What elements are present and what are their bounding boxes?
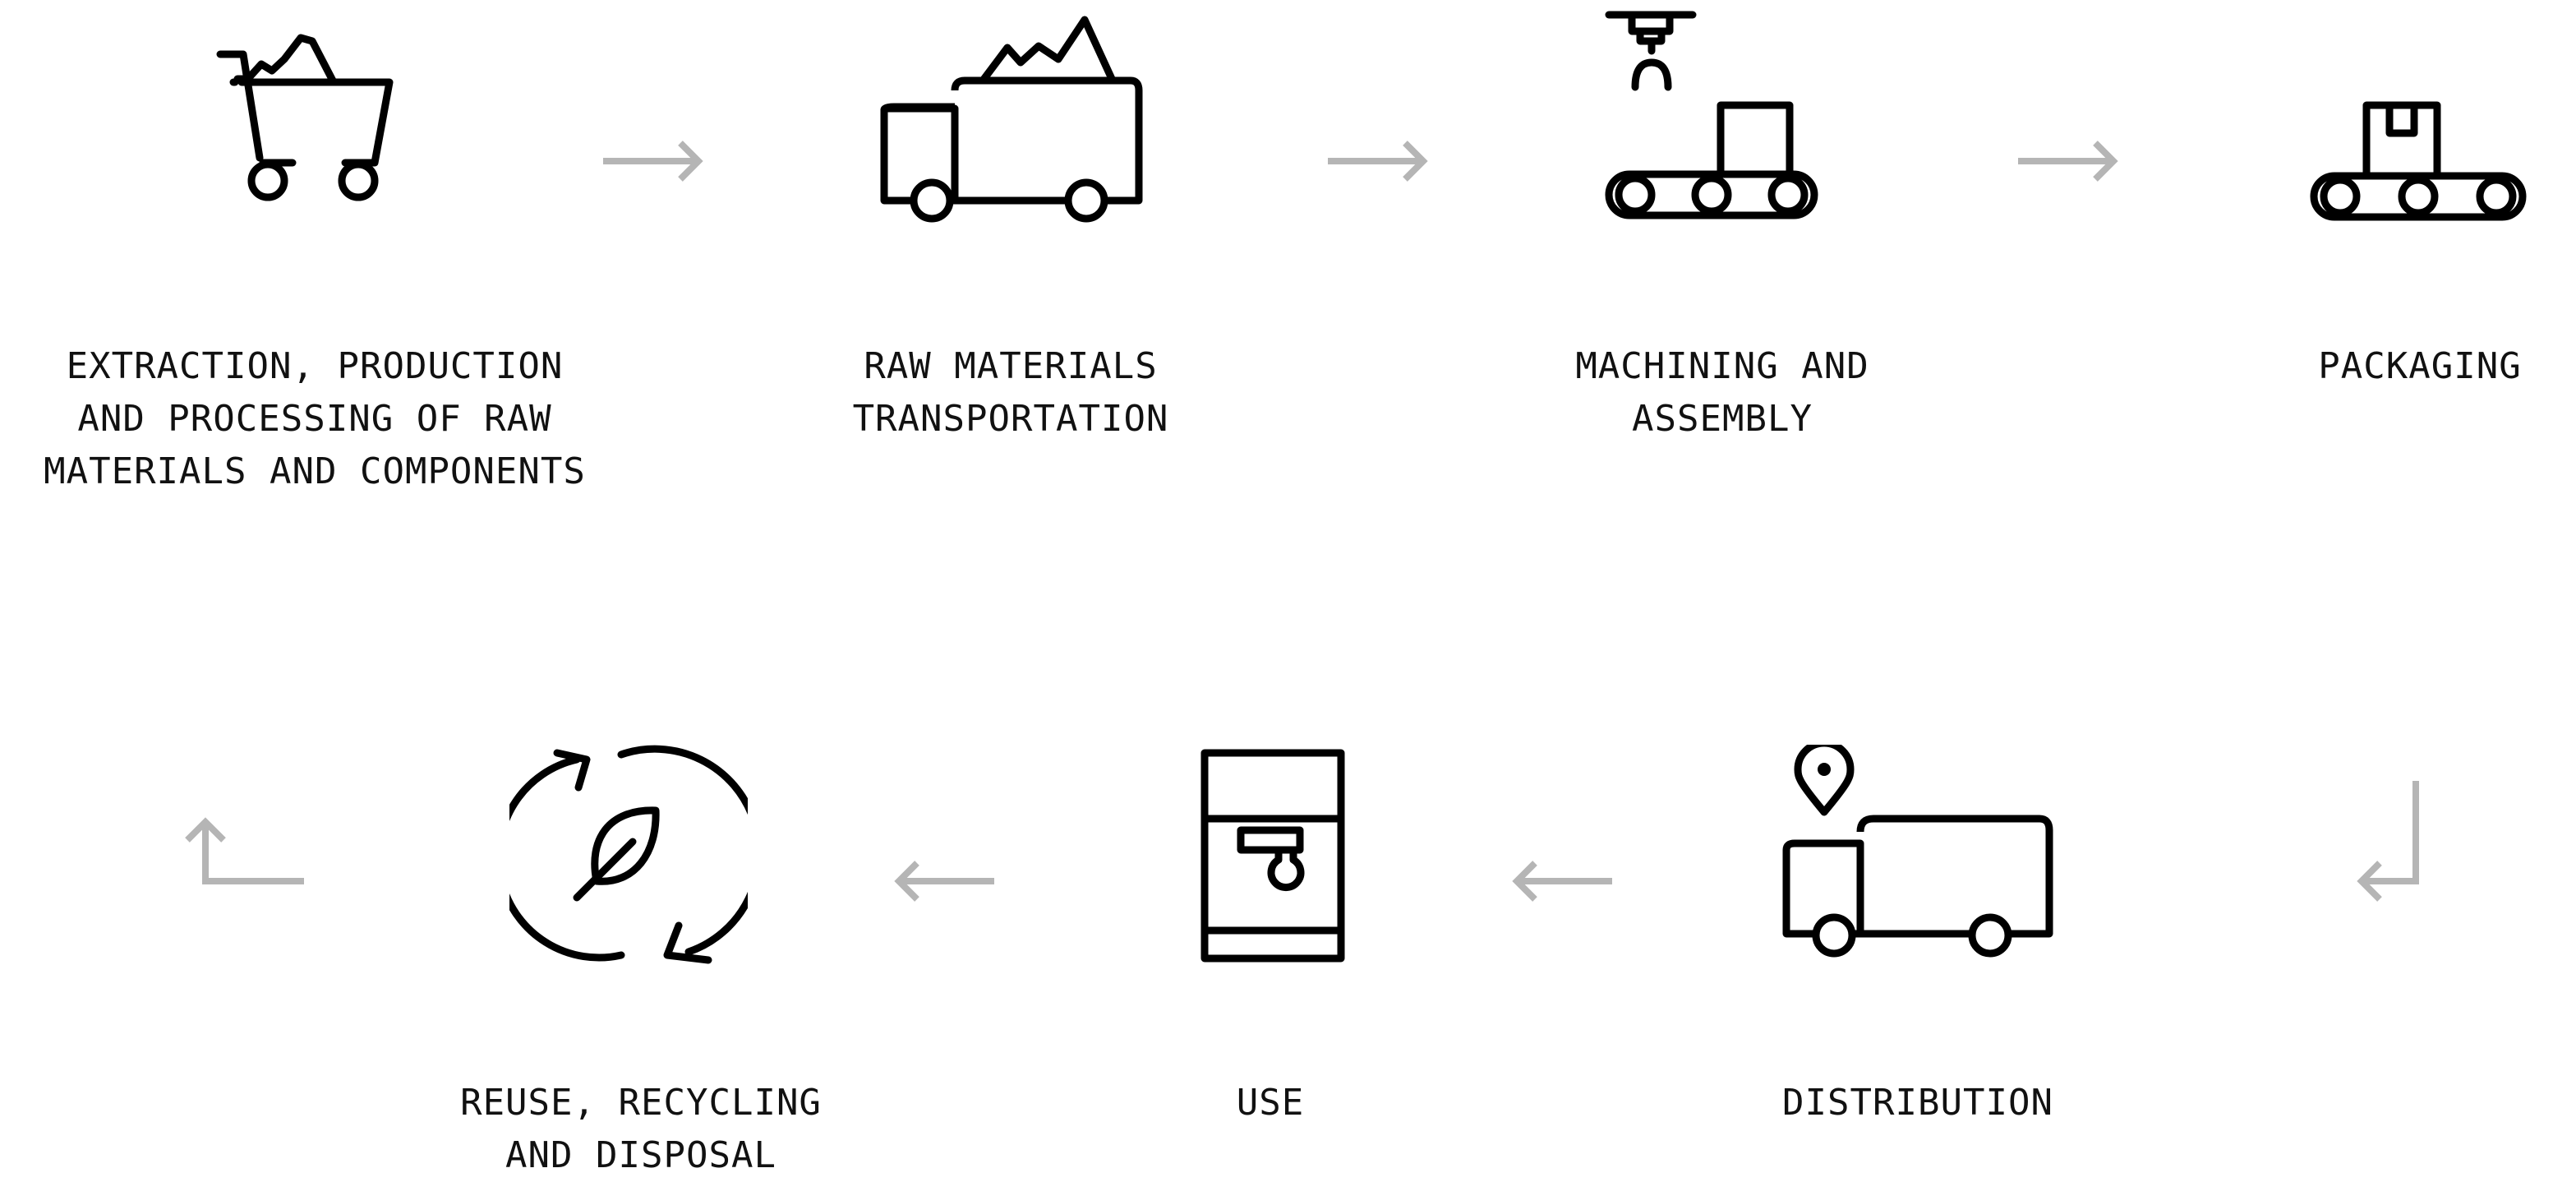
- shopping-cart-icon: [216, 34, 394, 201]
- arrow-left-icon: [894, 861, 994, 902]
- stage-label-extraction: EXTRACTION, PRODUCTION AND PROCESSING OF…: [44, 345, 586, 492]
- stage-label-reuse-recycling-disposal: REUSE, RECYCLING AND DISPOSAL: [460, 1082, 822, 1176]
- robotic-arm-conveyor-icon: [1605, 11, 1818, 219]
- stage-label-raw-materials-transportation: RAW MATERIALS TRANSPORTATION: [852, 345, 1169, 440]
- arrow-right-icon: [2018, 141, 2118, 182]
- box-conveyor-icon: [2310, 101, 2527, 221]
- stage-label-use: USE: [1236, 1082, 1305, 1124]
- recycle-leaf-icon: [509, 745, 748, 964]
- delivery-truck-pin-icon: [1782, 745, 2053, 958]
- stage-label-packaging: PACKAGING: [2318, 345, 2522, 387]
- arrow-left-icon: [1512, 861, 1612, 902]
- arrow-right-icon: [603, 141, 703, 182]
- coffee-machine-icon: [1200, 749, 1345, 963]
- arrow-right-icon: [1328, 141, 1428, 182]
- loaded-truck-icon: [880, 16, 1143, 223]
- corner-down-left-arrow-icon: [2357, 781, 2419, 902]
- stage-label-machining-assembly: MACHINING AND ASSEMBLY: [1575, 345, 1869, 440]
- stage-label-distribution: DISTRIBUTION: [1782, 1082, 2053, 1124]
- corner-up-left-arrow-icon: [185, 817, 304, 884]
